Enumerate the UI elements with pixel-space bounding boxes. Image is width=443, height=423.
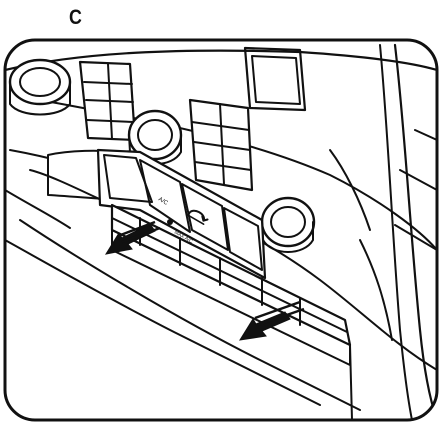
display-housing (243, 46, 307, 112)
climate-button-panel: A/C MAX A/C (96, 148, 267, 280)
right-knob (260, 196, 316, 253)
airflow-arrow-left (104, 220, 161, 255)
button-ac (139, 159, 191, 233)
lower-vent-strip (110, 203, 352, 366)
center-knob (127, 109, 183, 165)
ac-button-label: A/C (157, 197, 169, 208)
right-trim (329, 43, 437, 420)
panel-label: C (69, 6, 82, 29)
recirculation-icon (185, 209, 209, 225)
left-knob (8, 58, 72, 116)
button-left (103, 154, 153, 203)
airflow-arrow-right (239, 300, 305, 341)
button-right (223, 207, 263, 271)
snowflake-icon (167, 219, 173, 225)
console-side (19, 219, 361, 411)
right-vent (188, 98, 254, 192)
button-recirc (181, 183, 229, 251)
dashboard-top-edge (5, 49, 437, 72)
left-vent (78, 60, 137, 142)
illustration-frame (3, 38, 439, 422)
